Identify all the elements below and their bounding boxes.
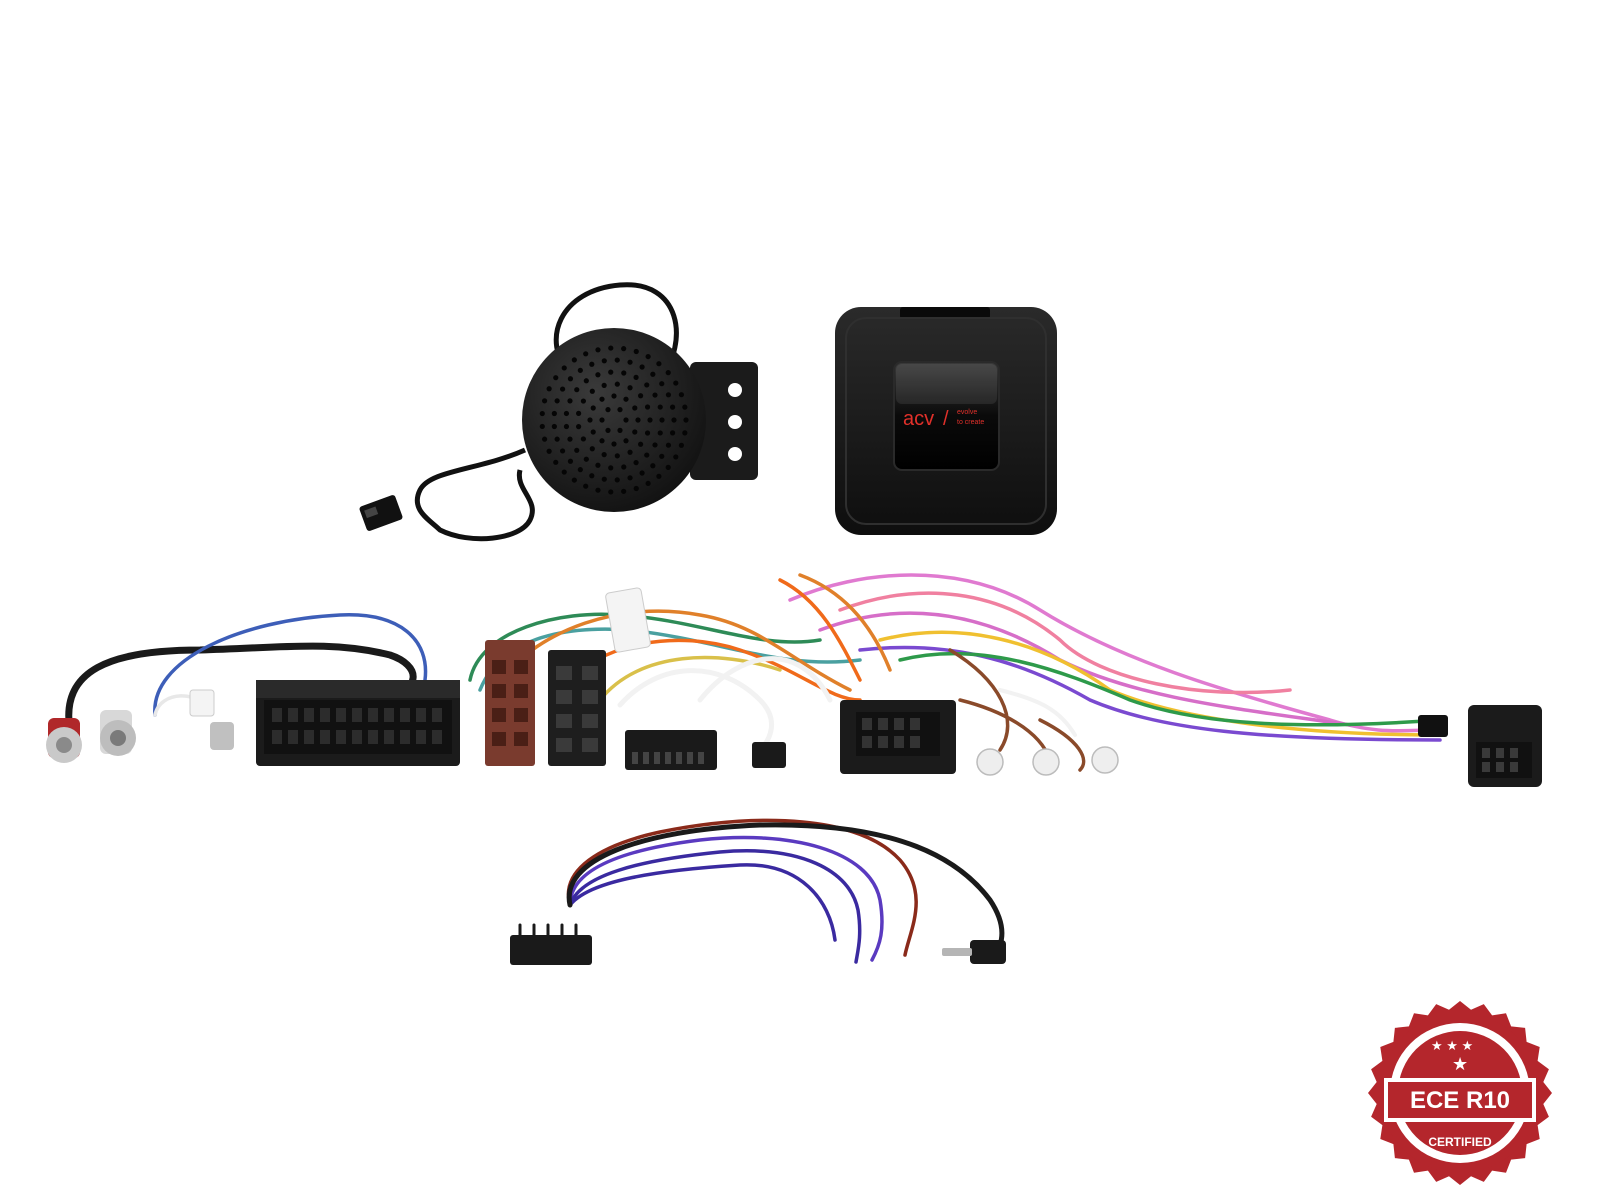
brand-tagline-2: to create	[957, 419, 984, 426]
iso-connector-brown	[485, 640, 535, 766]
brand-logo: acv	[903, 408, 934, 430]
interface-module: acv / evolve to create	[835, 307, 1057, 535]
rca-connectors	[46, 710, 234, 763]
certification-badge: ★ ★ ★ ★ ECE R10 CERTIFIED	[1368, 1001, 1552, 1185]
small-connector	[752, 742, 786, 768]
buzzer-speaker	[359, 282, 758, 542]
steering-cable	[510, 818, 1006, 965]
quadlock-connector	[1418, 705, 1542, 787]
badge-subtitle: CERTIFIED	[1428, 1135, 1492, 1149]
iso-connector-black	[548, 650, 606, 766]
badge-title: ECE R10	[1410, 1087, 1510, 1114]
brand-divider: /	[943, 408, 949, 430]
vehicle-connector-secondary	[840, 700, 956, 774]
vehicle-connector-main	[256, 680, 460, 766]
fakra-connectors	[976, 746, 1119, 776]
radio-connector-16pin	[625, 730, 717, 770]
svg-text:★ ★ ★: ★ ★ ★	[1431, 1038, 1473, 1053]
svg-text:★: ★	[1452, 1054, 1468, 1074]
wiring-harness	[65, 573, 1442, 772]
brand-tagline-1: evolve	[957, 409, 977, 416]
